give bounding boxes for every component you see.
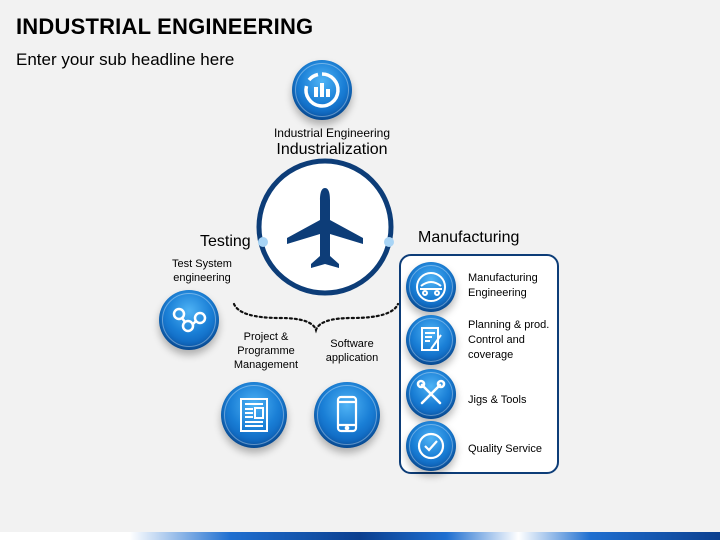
testing-item-phone bbox=[314, 382, 380, 448]
manufacturing-item-quality bbox=[406, 421, 456, 471]
manufacturing-item-label: Jigs & Tools bbox=[468, 394, 527, 406]
smartphone-icon bbox=[336, 395, 358, 433]
check-badge-icon bbox=[417, 432, 445, 460]
ring-dot-left bbox=[258, 237, 268, 247]
ring-dot-right bbox=[384, 237, 394, 247]
manufacturing-item-label: Planning & prod. Control and coverage bbox=[468, 319, 550, 361]
testing-item-network bbox=[159, 290, 219, 350]
manufacturing-item-tools bbox=[406, 369, 456, 419]
car-icon bbox=[416, 272, 446, 302]
page-title: INDUSTRIAL ENGINEERING bbox=[16, 14, 314, 39]
testing-item-document bbox=[221, 382, 287, 448]
top-chart-bubble bbox=[292, 60, 352, 120]
network-nodes-icon bbox=[172, 307, 207, 333]
testing-item-label: Project & Programme Management bbox=[233, 331, 299, 371]
testing-item-label: Test System engineering bbox=[172, 258, 232, 284]
manufacturing-item-car bbox=[406, 262, 456, 312]
chart-ring-icon bbox=[304, 72, 340, 108]
wrench-screwdriver-icon bbox=[416, 379, 446, 405]
testing-heading: Testing bbox=[200, 233, 251, 250]
manufacturing-item-planning bbox=[406, 315, 456, 365]
manufacturing-item-label: Manufacturing Engineering bbox=[468, 272, 538, 299]
center-title: Industrialization bbox=[276, 141, 388, 158]
top-label: Industrial Engineering bbox=[273, 126, 391, 140]
manufacturing-heading: Manufacturing bbox=[418, 229, 520, 246]
document-layout-icon bbox=[240, 398, 268, 432]
clipboard-pen-icon bbox=[421, 327, 442, 351]
manufacturing-item-label: Quality Service bbox=[468, 443, 542, 455]
page-subtitle: Enter your sub headline here bbox=[16, 50, 235, 69]
footer-stripe bbox=[0, 532, 720, 540]
testing-item-label: Software application bbox=[325, 338, 379, 364]
airplane-icon bbox=[287, 188, 363, 268]
dotted-bracket bbox=[232, 302, 400, 334]
